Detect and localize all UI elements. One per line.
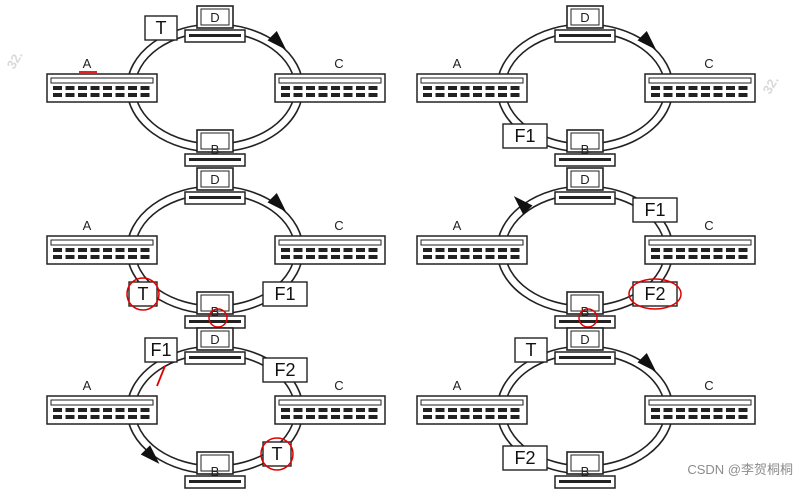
- side-mark-right: 32.: [760, 73, 782, 96]
- node-a-label: A: [83, 378, 92, 393]
- ring-panel-3: D B A C T F1: [46, 167, 386, 329]
- node-a-label: A: [453, 56, 462, 71]
- node-b-label: B: [211, 142, 220, 157]
- frame-f1-1: [502, 123, 548, 149]
- frame-t-1-label: T: [156, 18, 167, 38]
- frame-f1-2-label: F1: [274, 284, 295, 304]
- node-d-label: D: [210, 10, 219, 25]
- ring-panel-2: D B A C F1: [416, 5, 756, 167]
- frame-f2-2-label: F2: [514, 448, 535, 468]
- frame-t-3: [262, 441, 292, 467]
- node-d-label: D: [210, 172, 219, 187]
- frame-f2-2: [632, 281, 678, 307]
- ring-inner: [134, 31, 296, 145]
- side-mark-left: 32.: [4, 48, 26, 71]
- node-a-label: A: [83, 218, 92, 233]
- frame-t-3-label: T: [272, 444, 283, 464]
- annotation-circle: [126, 277, 160, 311]
- frame-f1-1: [632, 197, 678, 223]
- node-b-label: B: [581, 142, 590, 157]
- node-a-label: A: [83, 56, 92, 71]
- node-c-label: C: [704, 218, 713, 233]
- node-b-label: B: [211, 304, 220, 319]
- node-a-label: A: [453, 218, 462, 233]
- node-b-label: B: [581, 464, 590, 479]
- annotation-circle: [260, 437, 294, 471]
- frame-f1-2: [262, 281, 308, 307]
- ring-direction-arrow: [637, 31, 657, 50]
- frame-f1-1-label: F1: [514, 126, 535, 146]
- ring-direction-arrow: [267, 193, 287, 212]
- frame-f2-2: [262, 357, 308, 383]
- ring-direction-arrow: [140, 445, 160, 464]
- annotation-circle: [628, 278, 682, 310]
- node-b-label: B: [211, 464, 220, 479]
- node-d-label: D: [580, 10, 589, 25]
- ring-panel-1: D B A C T: [46, 5, 386, 167]
- node-c-label: C: [704, 378, 713, 393]
- frame-f1-1: [144, 337, 178, 363]
- node-c-label: C: [704, 56, 713, 71]
- annotation-circle: [208, 308, 228, 328]
- node-c-label: C: [334, 378, 343, 393]
- ring-direction-arrow: [513, 196, 533, 215]
- frame-f2-2-label: F2: [644, 284, 665, 304]
- frame-f1-1-label: F1: [644, 200, 665, 220]
- ring-panel-6: D B A C T F2: [416, 327, 756, 489]
- frame-f2-2: [502, 445, 548, 471]
- annotation-circle: [578, 308, 598, 328]
- node-d-label: D: [580, 332, 589, 347]
- frame-t-1-label: T: [526, 340, 537, 360]
- csdn-watermark: CSDN @李贺桐桐: [687, 462, 793, 477]
- frame-f2-2-label: F2: [274, 360, 295, 380]
- ring-direction-arrow: [267, 31, 287, 50]
- node-d-label: D: [210, 332, 219, 347]
- node-d-label: D: [580, 172, 589, 187]
- frame-t-1-label: T: [138, 284, 149, 304]
- annotation-tick: [156, 365, 166, 387]
- node-b-label: B: [581, 304, 590, 319]
- ring-direction-arrow: [637, 353, 657, 372]
- node-a-label: A: [453, 378, 462, 393]
- frame-f1-1-label: F1: [150, 340, 171, 360]
- frame-t-1: [144, 15, 178, 41]
- frame-t-1: [128, 281, 158, 307]
- frame-t-1: [514, 337, 548, 363]
- node-c-label: C: [334, 218, 343, 233]
- node-c-label: C: [334, 56, 343, 71]
